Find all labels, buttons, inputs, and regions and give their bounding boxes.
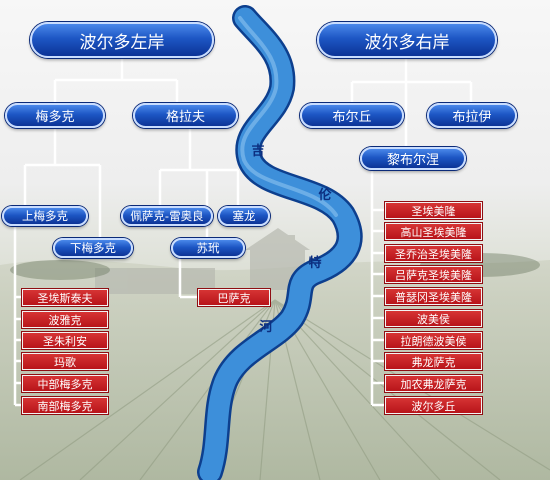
libournais-commune: 加农弗龙萨克 — [385, 375, 482, 392]
haut-medoc-commune: 玛歌 — [22, 353, 108, 370]
river-label-char: 特 — [308, 256, 322, 271]
libournais-commune: 高山圣埃美隆 — [385, 223, 482, 240]
right-bank-title: 波尔多右岸 — [317, 22, 497, 58]
libournais-commune: 吕萨克圣埃美隆 — [385, 266, 482, 283]
libournais-commune: 波尔多丘 — [385, 397, 482, 414]
haut-medoc-commune: 圣朱利安 — [22, 332, 108, 349]
river-label-char: 吉 — [251, 144, 265, 159]
libournais-commune: 普瑟冈圣埃美隆 — [385, 288, 482, 305]
haut-medoc-commune: 中部梅多克 — [22, 375, 108, 392]
blaye-node: 布拉伊 — [427, 103, 517, 128]
haut-medoc-commune: 南部梅多克 — [22, 397, 108, 414]
libournais-commune: 波美侯 — [385, 310, 482, 327]
graves-node: 格拉夫 — [133, 103, 238, 128]
river-label-char: 河 — [259, 320, 273, 335]
barsac-commune: 巴萨克 — [198, 289, 270, 306]
haut-medoc-commune: 圣埃斯泰夫 — [22, 289, 108, 306]
cerons-node: 塞龙 — [218, 206, 270, 226]
river-label-char: 伦 — [318, 188, 332, 203]
libournais-commune: 拉朗德波美侯 — [385, 332, 482, 349]
left-bank-title: 波尔多左岸 — [30, 22, 214, 58]
haut-medoc-commune: 波雅克 — [22, 311, 108, 328]
libournais-commune: 圣埃美隆 — [385, 202, 482, 219]
sauternes-node: 苏玳 — [171, 238, 245, 258]
libournais-node: 黎布尔涅 — [360, 147, 466, 170]
bourg-node: 布尔丘 — [300, 103, 404, 128]
pessac-leognan-node: 佩萨克-雷奥良 — [121, 206, 213, 226]
medoc-node: 梅多克 — [5, 103, 105, 128]
libournais-commune: 弗龙萨克 — [385, 353, 482, 370]
libournais-commune: 圣乔治圣埃美隆 — [385, 245, 482, 262]
haut-medoc-node: 上梅多克 — [2, 206, 88, 226]
bas-medoc-node: 下梅多克 — [53, 238, 133, 258]
